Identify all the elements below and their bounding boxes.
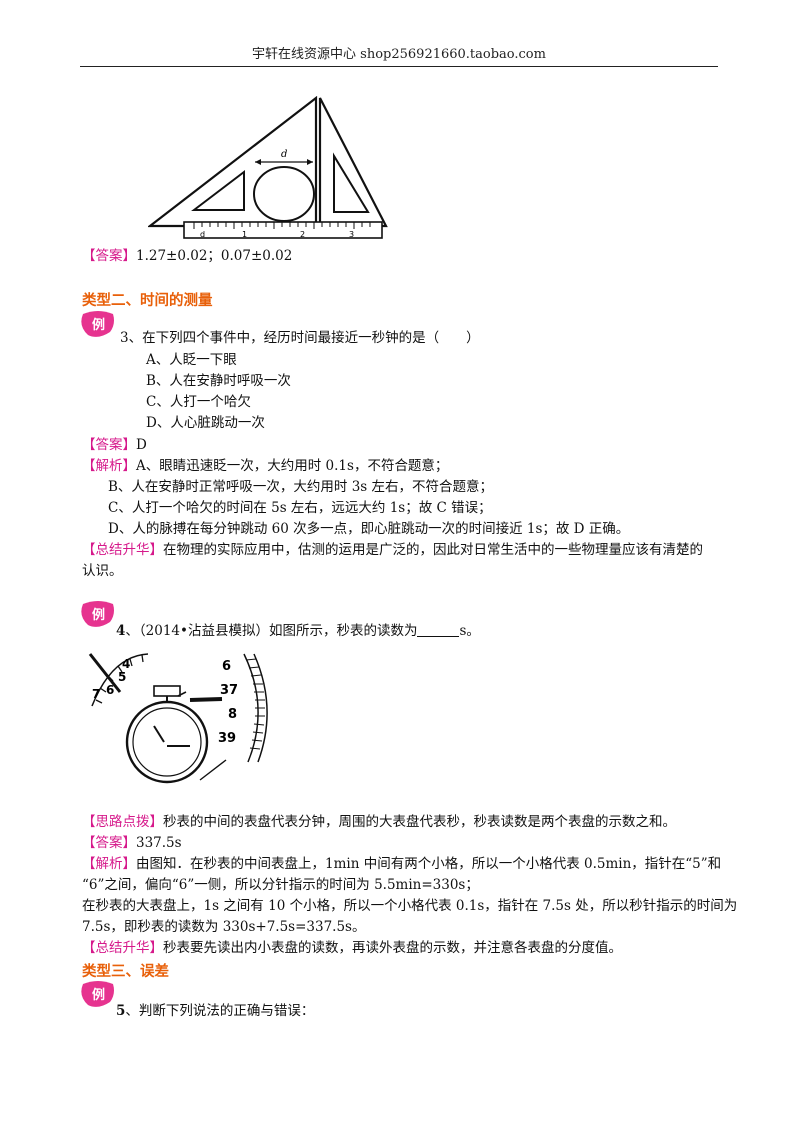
analysis-4-line-2: “6”之间，偏向“6”一侧，所以分针指示的时间为 5.5min=330s； xyxy=(82,877,479,893)
inner-dial-label-6: 6 xyxy=(106,683,114,697)
outer-dial-label-37: 37 xyxy=(220,683,238,698)
ruler-label-2: 2 xyxy=(300,230,305,239)
ruler-label-3: 3 xyxy=(349,230,354,239)
answer-blank xyxy=(417,622,460,637)
outer-dial-label-6: 6 xyxy=(222,659,231,674)
inner-dial-label-7: 7 xyxy=(92,687,100,701)
analysis-3-line-2: B、人在安静时正常呼吸一次，大约用时 3s 左右，不符合题意； xyxy=(108,479,494,495)
section-2-title: 类型二、时间的测量 xyxy=(82,293,213,309)
analysis-4-line-1: 【解析】由图知．在秒表的中间表盘上，1min 中间有两个小格，所以一个小格代表 … xyxy=(82,856,722,872)
question-3-stem: 3、在下列四个事件中，经历时间最接近一秒钟的是（ ） xyxy=(120,330,480,346)
gap-label: d xyxy=(281,149,287,160)
analysis-4-line-3: 在秒表的大表盘上，1s 之间有 10 个小格，所以一个小格代表 0.1s，指针在… xyxy=(82,898,738,914)
outer-dial-label-39: 39 xyxy=(218,731,236,746)
analysis-3-line-3: C、人打一个哈欠的时间在 5s 左右，远远大约 1s；故 C 错误； xyxy=(108,500,492,516)
svg-text:例: 例 xyxy=(92,987,105,1003)
ruler-triangle-figure: d d 1 2 3 xyxy=(148,96,388,239)
answer-1: 【答案】1.27±0.02；0.07±0.02 xyxy=(82,248,293,264)
example-badge-3: 例 xyxy=(81,311,114,337)
summary-4: 【总结升华】秒表要先读出内小表盘的读数，再读外表盘的示数，并注意各表盘的分度值。 xyxy=(82,940,622,956)
ruler-label-d: d xyxy=(200,230,205,239)
svg-text:例: 例 xyxy=(92,607,105,623)
section-3-title: 类型三、误差 xyxy=(82,964,169,980)
hint-4: 【思路点拨】秒表的中间的表盘代表分钟，周围的大表盘代表秒，秒表读数是两个表盘的示… xyxy=(82,814,676,830)
question-3-option-d: D、人心脏跳动一次 xyxy=(146,415,265,431)
analysis-4-line-4: 7.5s，即秒表的读数为 330s+7.5s=337.5s。 xyxy=(82,919,366,935)
answer-3: 【答案】D xyxy=(82,437,147,453)
analysis-3-line-1: 【解析】A、眼睛迅速眨一次，大约用时 0.1s，不符合题意； xyxy=(82,458,449,474)
svg-text:例: 例 xyxy=(92,317,105,333)
question-3-option-c: C、人打一个哈欠 xyxy=(146,394,251,410)
answer-4: 【答案】337.5s xyxy=(82,835,182,851)
summary-3-line-2: 认识。 xyxy=(82,563,123,579)
analysis-3-line-4: D、人的脉搏在每分钟跳动 60 次多一点，即心脏跳动一次的时间接近 1s；故 D… xyxy=(108,521,630,537)
example-badge-5: 例 xyxy=(81,981,114,1007)
inner-dial-label-5: 5 xyxy=(118,670,126,684)
ruler-label-1: 1 xyxy=(242,230,247,239)
outer-dial-label-8: 8 xyxy=(228,707,237,722)
question-3-option-a: A、人眨一下眼 xyxy=(146,352,237,368)
question-5-stem: 5、判断下列说法的正确与错误： xyxy=(116,1003,315,1019)
stopwatch-figure: 4 5 6 7 6 37 8 39 xyxy=(88,653,268,784)
summary-3-line-1: 【总结升华】在物理的实际应用中，估测的运用是广泛的，因此对日常生活中的一些物理量… xyxy=(82,542,703,558)
page-header: 宇轩在线资源中心 shop256921660.taobao.com xyxy=(80,44,718,67)
example-badge-4: 例 xyxy=(81,601,114,627)
inner-dial-label-4: 4 xyxy=(122,657,130,671)
question-3-option-b: B、人在安静时呼吸一次 xyxy=(146,373,291,389)
